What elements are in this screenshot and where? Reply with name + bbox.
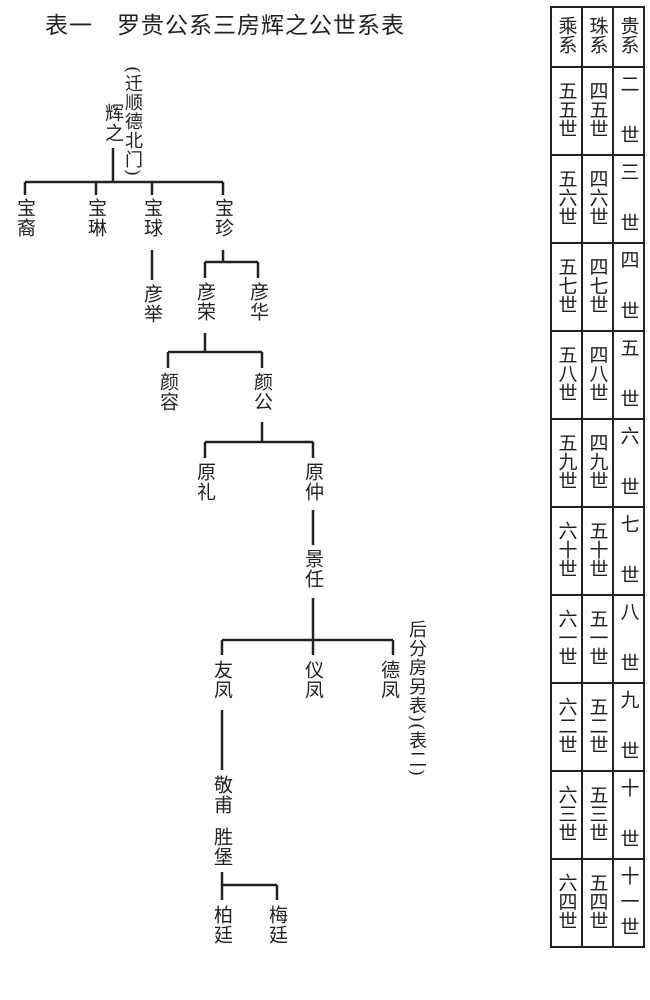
node: 原仲 [302, 462, 324, 502]
table-cell: 五十世 [586, 520, 609, 578]
node-root: 辉之 [102, 103, 124, 143]
node: 宝球 [141, 198, 163, 238]
table-cell: 六二世 [555, 696, 578, 754]
table-cell: 五五世 [555, 80, 578, 138]
table-cell: 五九世 [555, 432, 578, 490]
note-defeng: 后分房另表)(表二) [406, 620, 427, 778]
table-cell: 六十世 [555, 520, 578, 578]
table-row: 六十世五十世七世 [550, 506, 645, 596]
table-cell: 四七世 [586, 256, 609, 314]
header-cell: 贵系 [617, 16, 640, 54]
table-cell: 六世 [617, 426, 640, 496]
node: 敬甫 [211, 775, 233, 815]
table-cell: 四五世 [586, 80, 609, 138]
node: 德凤 [378, 660, 400, 700]
table-row: 六三世五三世十世 [550, 770, 645, 860]
node: 景任 [302, 549, 324, 589]
table-header: 乘系 珠系 贵系 [550, 6, 645, 68]
table-row: 六四世五四世十一世 [550, 858, 645, 948]
table-cell: 五世 [617, 338, 640, 408]
table-cell: 五一世 [586, 608, 609, 666]
node: 仪凤 [302, 660, 324, 700]
node: 胜堡 [211, 827, 233, 867]
table-cell: 四六世 [586, 168, 609, 226]
table-row: 五五世四五世二世 [550, 66, 645, 156]
table-cell: 四八世 [586, 344, 609, 402]
tree-lines [23, 148, 395, 900]
table-cell: 五三世 [586, 784, 609, 842]
node: 颜公 [251, 372, 273, 412]
page-title: 表一 罗贵公系三房辉之公世系表 [45, 13, 405, 39]
table-cell: 五八世 [555, 344, 578, 402]
table-row: 五六世四六世三世 [550, 154, 645, 244]
node: 友凤 [211, 660, 233, 700]
table-cell: 十世 [617, 778, 640, 848]
node: 宝裔 [14, 198, 36, 238]
table-cell: 九世 [617, 690, 640, 760]
table-cell: 七世 [617, 514, 640, 584]
table-row: 五八世四八世五世 [550, 330, 645, 420]
node: 梅廷 [266, 905, 288, 945]
table-cell: 五二世 [586, 696, 609, 754]
table-cell: 二世 [617, 74, 640, 144]
node: 彦华 [247, 282, 269, 322]
node: 宝琳 [85, 198, 107, 238]
table-cell: 六一世 [555, 608, 578, 666]
table-cell: 四世 [617, 250, 640, 320]
table-cell: 六四世 [555, 872, 578, 930]
table-cell: 五七世 [555, 256, 578, 314]
table-cell: 八世 [617, 602, 640, 672]
note-root: (迁顺德北门) [122, 66, 143, 178]
generation-table: 乘系 珠系 贵系 五五世四五世二世五六世四六世三世五七世四七世四世五八世四八世五… [550, 6, 645, 948]
table-cell: 五四世 [586, 872, 609, 930]
header-cell: 乘系 [555, 16, 578, 54]
node: 颜容 [157, 372, 179, 412]
table-row: 五九世四九世六世 [550, 418, 645, 508]
node: 彦荣 [194, 282, 216, 322]
node: 柏廷 [211, 905, 233, 945]
node: 宝珍 [212, 198, 234, 238]
table-cell: 四九世 [586, 432, 609, 490]
header-cell: 珠系 [586, 16, 609, 54]
table-row: 五七世四七世四世 [550, 242, 645, 332]
table-cell: 五六世 [555, 168, 578, 226]
node: 原礼 [194, 462, 216, 502]
table-row: 六二世五二世九世 [550, 682, 645, 772]
table-cell: 六三世 [555, 784, 578, 842]
table-row: 六一世五一世八世 [550, 594, 645, 684]
node: 彦举 [141, 284, 163, 324]
table-cell: 十一世 [617, 866, 640, 936]
table-cell: 三世 [617, 162, 640, 232]
